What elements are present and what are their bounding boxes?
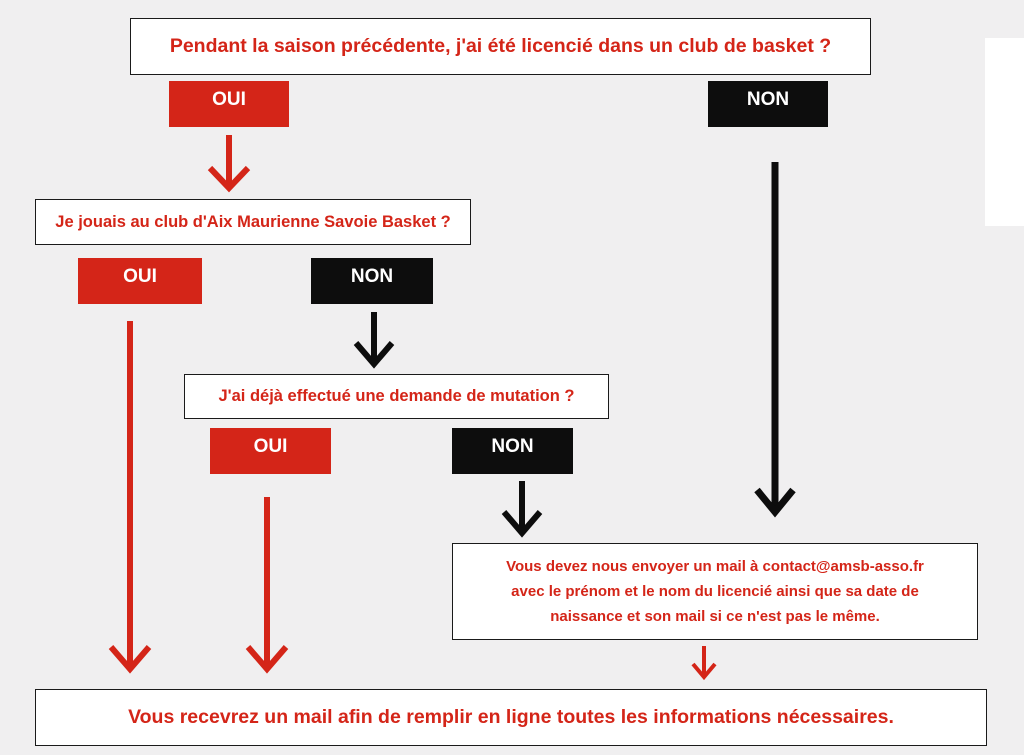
question-3-text: J'ai déjà effectué une demande de mutati… [218, 387, 575, 405]
answer-q2-no-label: NON [350, 266, 394, 287]
answer-q3-yes-tag: OUI [210, 428, 331, 474]
answer-q2-yes-label: OUI [123, 266, 157, 287]
question-played-at-amsb: Je jouais au club d'Aix Maurienne Savoie… [35, 199, 471, 245]
arrow-q3-no-to-instruction [501, 481, 543, 538]
arrow-q1-no-to-instruction [754, 162, 796, 518]
answer-q2-yes-tag: OUI [78, 258, 202, 304]
answer-q1-yes-label: OUI [212, 89, 246, 110]
answer-q3-no-tag: NON [452, 428, 573, 474]
answer-q1-no-label: NON [746, 89, 790, 110]
question-previous-season-licence: Pendant la saison précédente, j'ai été l… [130, 18, 871, 75]
instruction-line-2: avec le prénom et le nom du licencié ain… [511, 583, 919, 600]
answer-q3-no-label: NON [491, 436, 534, 457]
instruction-line-3: naissance et son mail si ce n'est pas le… [550, 608, 880, 625]
arrow-q1-yes-to-q2 [207, 135, 251, 193]
answer-q3-yes-label: OUI [253, 436, 288, 457]
arrow-q3-yes-to-result [245, 497, 289, 674]
arrow-instruction-to-result [691, 646, 717, 681]
result-online-form-email: Vous recevrez un mail afin de remplir en… [35, 689, 987, 746]
decorative-panel [985, 38, 1024, 226]
instruction-line-1: Vous devez nous envoyer un mail à contac… [506, 558, 924, 575]
answer-q1-no-tag: NON [708, 81, 828, 127]
question-2-text: Je jouais au club d'Aix Maurienne Savoie… [55, 212, 451, 231]
arrow-q2-no-to-q3 [353, 312, 395, 369]
answer-q1-yes-tag: OUI [169, 81, 289, 127]
question-1-text: Pendant la saison précédente, j'ai été l… [169, 35, 832, 57]
instruction-send-email: Vous devez nous envoyer un mail à contac… [452, 543, 978, 640]
question-transfer-request-made: J'ai déjà effectué une demande de mutati… [184, 374, 609, 419]
arrow-q2-yes-to-result [108, 321, 152, 674]
answer-q2-no-tag: NON [311, 258, 433, 304]
result-text: Vous recevrez un mail afin de remplir en… [128, 706, 894, 728]
